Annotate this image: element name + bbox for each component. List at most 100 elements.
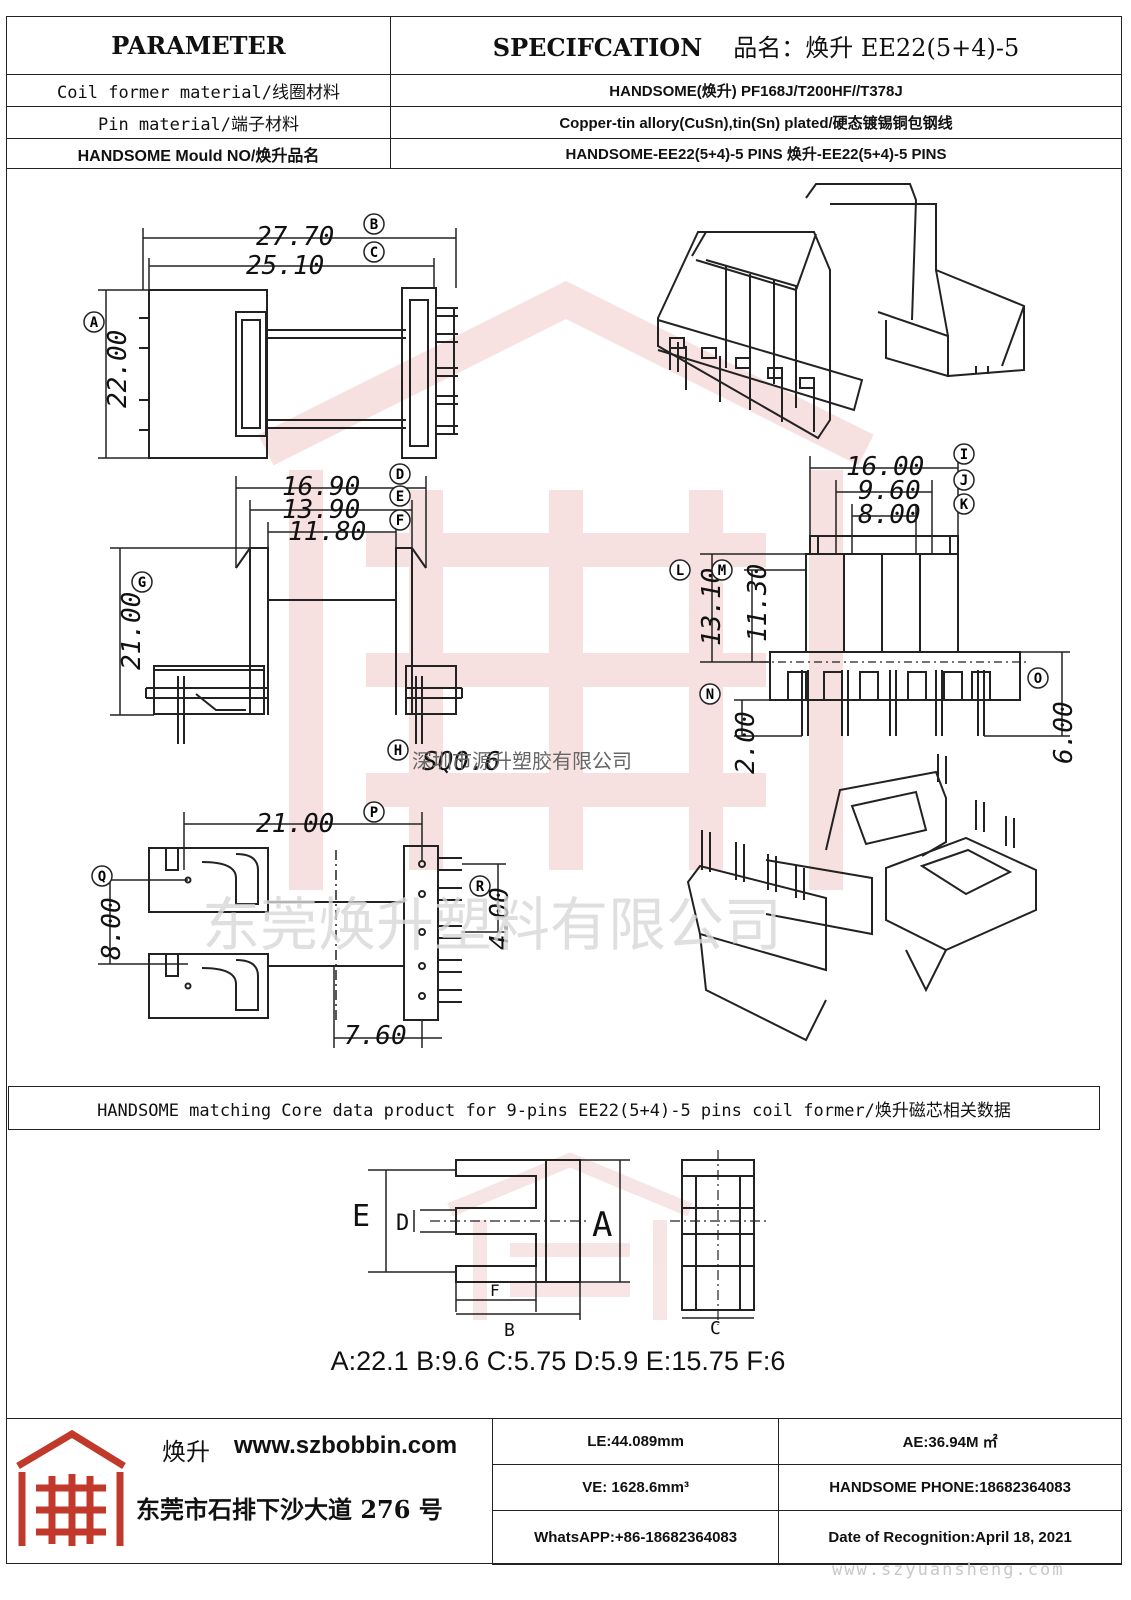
row-label-mould-no: HANDSOME Mould NO/焕升品名: [6, 138, 391, 169]
watermark-logo: [258, 280, 874, 890]
dim-d-text: 16.90: [282, 472, 360, 502]
row-label-coil-material: Coil former material/线圈材料: [6, 74, 391, 107]
dim-o-text: 6.00: [1049, 701, 1079, 764]
dim-lines-front: [110, 476, 427, 716]
svg-text:J: J: [960, 473, 968, 489]
dim-lines-elevation: [700, 456, 1070, 737]
brand-name: 焕升: [162, 1438, 210, 1466]
dim-c-text: 25.10: [246, 251, 324, 281]
isometric-view-top: [657, 183, 1025, 440]
marker-h: H: [387, 739, 409, 761]
front-view: [145, 547, 463, 744]
core-drawing: E D A F B C: [352, 1150, 770, 1340]
dim-l-text: 13.10: [697, 568, 727, 646]
side-view: [139, 287, 458, 459]
svg-text:G: G: [138, 575, 146, 591]
marker-o: O: [1027, 667, 1049, 689]
dim-j-text: 9.60: [858, 476, 921, 506]
spec-heading-cell: SPECIFCATION 品名：焕升 EE22(5+4)-5: [390, 16, 1122, 75]
svg-text:O: O: [1034, 671, 1042, 687]
top-view: [148, 845, 462, 1021]
svg-text:M: M: [718, 563, 726, 579]
marker-r: R: [469, 875, 491, 897]
ae-value: AE:36.94M ㎡: [778, 1418, 1122, 1465]
dim-i-text: 16.00: [846, 452, 924, 482]
core-label-a: A: [592, 1205, 612, 1245]
brand-website: www.szbobbin.com: [234, 1432, 458, 1459]
core-watermark-logo: [447, 1152, 693, 1320]
svg-text:B: B: [370, 217, 378, 233]
dim-texts: 27.70 25.10 22.00 16.90 13.90 11.80 21.0…: [97, 222, 1079, 1051]
ve-value: VE: 1628.6mm³: [491, 1464, 780, 1511]
technical-drawing: 27.70 25.10 22.00 16.90 13.90 11.80 21.0…: [83, 183, 1079, 1051]
le-value: LE:44.089mm: [491, 1418, 780, 1465]
marker-j: J: [953, 469, 975, 491]
svg-text:L: L: [676, 563, 684, 579]
svg-text:D: D: [396, 467, 404, 483]
dim-lines-side: [98, 228, 457, 459]
dim-g-text: 21.00: [117, 592, 147, 670]
marker-a: A: [83, 311, 105, 333]
row-value-pin-material: Copper-tin allory(CuSn),tin(Sn) plated/硬…: [390, 106, 1122, 139]
brand-address: 东莞市石排下沙大道 276 号: [136, 1495, 443, 1524]
core-label-c: C: [710, 1318, 721, 1339]
dim-a-text: 22.00: [103, 330, 133, 408]
svg-text:R: R: [476, 879, 485, 895]
spec-heading: SPECIFCATION: [492, 33, 703, 62]
dim-lines-top: [98, 812, 506, 1048]
date-value: Date of Recognition:April 18, 2021: [778, 1510, 1122, 1565]
svg-text:I: I: [960, 447, 968, 463]
dim-e-text: 13.90: [282, 495, 360, 525]
core-label-b: B: [504, 1320, 515, 1340]
marker-b: B: [363, 213, 385, 235]
core-parameter-table: LE:44.089mm AE:36.94M ㎡ VE: 1628.6mm³ HA…: [491, 1418, 1122, 1565]
elevation-view: [760, 535, 1030, 736]
marker-q: Q: [91, 865, 113, 887]
phone-value: HANDSOME PHONE:18682364083: [778, 1464, 1122, 1511]
marker-p: P: [363, 801, 385, 823]
marker-c: C: [363, 241, 385, 263]
svg-text:N: N: [706, 687, 714, 703]
product-name: 品名：焕升 EE22(5+4)-5: [733, 34, 1020, 62]
dim-bottom-text: 7.60: [344, 1021, 407, 1051]
svg-text:A: A: [90, 315, 99, 331]
marker-i: I: [953, 443, 975, 465]
svg-text:E: E: [396, 489, 404, 505]
core-label-f: F: [490, 1281, 500, 1300]
core-values: A:22.1 B:9.6 C:5.75 D:5.9 E:15.75 F:6: [330, 1346, 786, 1376]
core-label-e: E: [352, 1199, 370, 1234]
dim-f-text: 11.80: [288, 517, 366, 547]
isometric-view-bottom: [686, 754, 1037, 1042]
dim-m-text: 11.30: [743, 564, 773, 642]
marker-g: G: [131, 571, 153, 593]
marker-e: E: [389, 485, 411, 507]
watermark-url: www.szyuansheng.com: [832, 1560, 1065, 1580]
svg-text:K: K: [960, 497, 969, 513]
svg-text:Q: Q: [98, 869, 106, 885]
core-label-d: D: [396, 1211, 409, 1236]
marker-n: N: [699, 683, 721, 705]
parameter-heading: PARAMETER: [6, 16, 391, 75]
watermark-small-text: 深圳市源升塑胶有限公司: [412, 749, 632, 773]
marker-f: F: [389, 509, 411, 531]
whatsapp-value: WhatsAPP:+86-18682364083: [491, 1510, 780, 1565]
marker-d: D: [389, 463, 411, 485]
marker-k: K: [953, 493, 975, 515]
watermark-big-text: 东莞焕升塑料有限公司: [202, 891, 782, 959]
marker-l: L: [669, 559, 691, 581]
dim-n-text: 2.00: [731, 711, 761, 774]
markers: A B C D E F G H I J K L M N O P Q R: [83, 213, 1049, 897]
svg-text:P: P: [370, 805, 378, 821]
row-value-mould-no: HANDSOME-EE22(5+4)-5 PINS 焕升-EE22(5+4)-5…: [390, 138, 1122, 169]
spec-header-table: PARAMETER SPECIFCATION 品名：焕升 EE22(5+4)-5…: [6, 16, 1122, 169]
dim-b-text: 27.70: [256, 222, 334, 252]
dim-q-text: 8.00: [97, 897, 127, 960]
core-labels: E D A F B C: [352, 1199, 721, 1340]
core-data-title: HANDSOME matching Core data product for …: [97, 1100, 1011, 1121]
dim-p-text: 21.00: [256, 809, 334, 839]
dim-r-text: 4.00: [485, 887, 515, 950]
core-data-title-bar: HANDSOME matching Core data product for …: [8, 1086, 1100, 1130]
svg-text:H: H: [394, 743, 402, 759]
brand-logo-icon: [16, 1429, 126, 1546]
dim-h-text: SQ0.6: [422, 747, 500, 777]
